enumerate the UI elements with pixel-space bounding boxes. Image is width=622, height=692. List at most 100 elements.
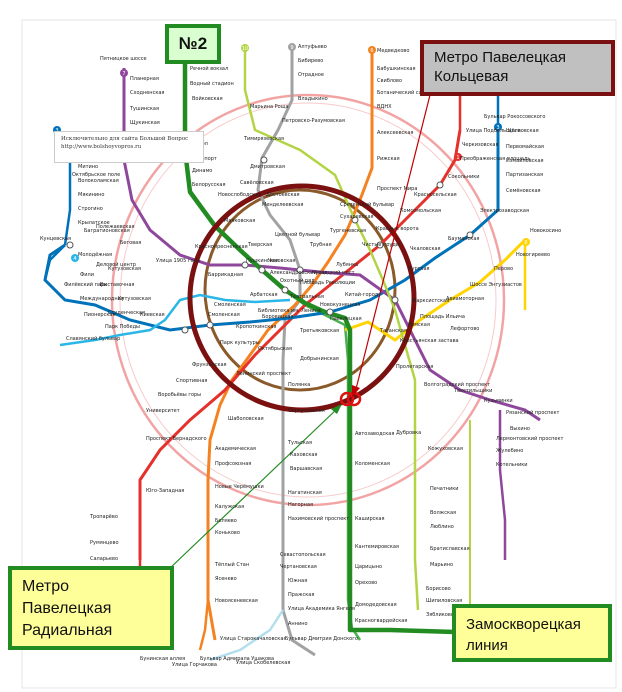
station-label[interactable]: Чкаловская bbox=[410, 246, 441, 252]
station-label[interactable]: Октябрьское поле bbox=[72, 172, 120, 178]
station-label[interactable]: Улица 1905 года bbox=[156, 258, 200, 264]
station-label[interactable]: Славянский бульвар bbox=[66, 335, 120, 342]
station-label[interactable]: Дубровка bbox=[396, 430, 421, 436]
station-label[interactable]: Библиотека им. Ленина bbox=[258, 308, 321, 314]
station-label[interactable]: Новокузнецкая bbox=[320, 302, 360, 308]
station-label[interactable]: Борисово bbox=[426, 586, 451, 592]
station-label[interactable]: Медведково bbox=[377, 48, 409, 54]
station-label[interactable]: Филёвский парк bbox=[64, 281, 107, 288]
station-label[interactable]: Фили bbox=[80, 272, 94, 278]
station-label[interactable]: Рижская bbox=[377, 156, 400, 162]
station-label[interactable]: Каховская bbox=[290, 452, 317, 458]
station-label[interactable]: Бауманская bbox=[448, 236, 479, 242]
station-label[interactable]: Коньково bbox=[215, 530, 240, 536]
station-label[interactable]: Серпуховская bbox=[288, 408, 325, 414]
station-label[interactable]: Тушинская bbox=[129, 106, 159, 112]
station-label[interactable]: Боровицкая bbox=[262, 314, 293, 320]
station-label[interactable]: Новоясеневская bbox=[215, 598, 258, 604]
station-label[interactable]: Кропоткинская bbox=[236, 324, 276, 330]
station-label[interactable]: Достоевская bbox=[266, 192, 300, 198]
station-label[interactable]: Орехово bbox=[355, 580, 377, 586]
station-label[interactable]: Курская bbox=[408, 266, 430, 272]
station-label[interactable]: Тургеневская bbox=[329, 228, 366, 234]
station-label[interactable]: Третьяковская bbox=[299, 328, 339, 334]
station-label[interactable]: Пражская bbox=[288, 592, 314, 598]
station-label[interactable]: Новые Черёмушки bbox=[215, 484, 264, 490]
station-label[interactable]: Кожуховская bbox=[428, 446, 463, 452]
station-label[interactable]: Фрунзенская bbox=[192, 362, 227, 368]
station-label[interactable]: Войковская bbox=[192, 95, 223, 102]
station-label[interactable]: Сходненская bbox=[130, 90, 164, 96]
station-label[interactable]: Тульская bbox=[287, 440, 312, 446]
station-label[interactable]: Юго-Западная bbox=[146, 488, 184, 494]
station-label[interactable]: Севастопольская bbox=[280, 552, 326, 558]
station-label[interactable]: Краснопресненская bbox=[195, 244, 248, 250]
station-label[interactable]: Преображенская площадь bbox=[460, 156, 530, 162]
station-label[interactable]: Беговая bbox=[120, 240, 141, 246]
station-label[interactable]: Пионерская bbox=[84, 312, 115, 318]
station-label[interactable]: Кузьминки bbox=[484, 398, 513, 404]
station-label[interactable]: Черкизовская bbox=[462, 142, 498, 148]
station-label[interactable]: Студенческая bbox=[108, 310, 145, 316]
station-label[interactable]: Автозаводская bbox=[355, 431, 394, 437]
station-label[interactable]: Партизанская bbox=[506, 172, 543, 178]
station-label[interactable]: Чистые пруды bbox=[362, 242, 400, 248]
station-label[interactable]: Водный стадион bbox=[190, 80, 234, 87]
station-label[interactable]: Калужская bbox=[215, 504, 244, 510]
station-label[interactable]: Баррикадная bbox=[208, 272, 243, 278]
station-label[interactable]: Менделеевская bbox=[262, 202, 303, 208]
station-label[interactable]: Китай-город bbox=[345, 291, 379, 298]
station-label[interactable]: Цветной бульвар bbox=[275, 231, 320, 238]
station-label[interactable]: Красные ворота bbox=[376, 226, 419, 232]
station-label[interactable]: Крестьянская застава bbox=[400, 338, 459, 344]
station-label[interactable]: Тропарёво bbox=[89, 514, 118, 520]
station-label[interactable]: Кутузовская bbox=[118, 296, 151, 302]
station-label[interactable]: Бунинская аллея bbox=[140, 656, 185, 662]
station-label[interactable]: Волгоградский проспект bbox=[424, 381, 490, 388]
station-label[interactable]: Бульвар Дмитрия Донского bbox=[285, 636, 358, 642]
station-label[interactable]: Мякинино bbox=[78, 192, 104, 198]
station-label[interactable]: Багратионовская bbox=[84, 228, 130, 234]
station-label[interactable]: Измайловская bbox=[506, 157, 544, 164]
station-label[interactable]: Комсомольская bbox=[400, 208, 441, 214]
station-label[interactable]: Выставочная bbox=[100, 282, 134, 288]
station-label[interactable]: Перово bbox=[494, 266, 513, 272]
station-label[interactable]: Планерная bbox=[130, 76, 159, 82]
station-label[interactable]: Пушкинская bbox=[246, 258, 279, 264]
station-label[interactable]: Бульвар Адмирала Ушакова bbox=[200, 656, 274, 662]
station-label[interactable]: Зябликово bbox=[426, 612, 454, 618]
station-label[interactable]: Новогиреево bbox=[516, 252, 550, 258]
station-label[interactable]: Аннино bbox=[288, 621, 308, 627]
station-label[interactable]: Кунцевская bbox=[40, 236, 71, 242]
station-label[interactable]: Бульвар Рокоссовского bbox=[484, 114, 545, 120]
station-label[interactable]: Площадь Революции bbox=[300, 280, 355, 286]
station-label[interactable]: Бабушкинская bbox=[377, 66, 416, 72]
station-label[interactable]: Рязанский проспект bbox=[506, 409, 559, 416]
station-label[interactable]: Марьина Роща bbox=[250, 104, 289, 110]
station-label[interactable]: Сухаревская bbox=[340, 214, 374, 220]
station-label[interactable]: Улица Горчакова bbox=[172, 662, 217, 668]
station-label[interactable]: Шаболовская bbox=[228, 416, 264, 422]
station-label[interactable]: Добрынинская bbox=[300, 356, 339, 362]
station-label[interactable]: Беляево bbox=[215, 518, 237, 524]
station-label[interactable]: Алексеевская bbox=[377, 130, 413, 136]
station-label[interactable]: Нахимовский проспект bbox=[288, 515, 349, 522]
station-label[interactable]: Чертановская bbox=[280, 564, 317, 570]
station-label[interactable]: Университет bbox=[146, 408, 180, 414]
station-label[interactable]: Смоленская bbox=[208, 312, 240, 318]
station-label[interactable]: Театральная bbox=[289, 294, 324, 300]
paveletskaya-marker[interactable] bbox=[339, 391, 355, 407]
station-label[interactable]: Сретенский бульвар bbox=[340, 201, 394, 208]
station-label[interactable]: Улица Подбельского bbox=[466, 128, 521, 134]
station-label[interactable]: Лермонтовский проспект bbox=[496, 435, 564, 442]
station-label[interactable]: Сокольники bbox=[448, 174, 480, 180]
station-label[interactable]: Красногвардейская bbox=[355, 617, 407, 624]
station-label[interactable]: Новослободская bbox=[218, 192, 261, 198]
station-label[interactable]: Улица Старокачаловская bbox=[220, 636, 286, 642]
station-label[interactable]: Международная bbox=[80, 296, 124, 302]
station-label[interactable]: Площадь Ильича bbox=[420, 314, 465, 320]
station-label[interactable]: Кузнецкий мост bbox=[312, 269, 355, 276]
station-label[interactable]: Киевская bbox=[140, 312, 165, 318]
station-label[interactable]: Охотный ряд bbox=[280, 277, 315, 284]
station-label[interactable]: Владыкино bbox=[298, 96, 328, 102]
